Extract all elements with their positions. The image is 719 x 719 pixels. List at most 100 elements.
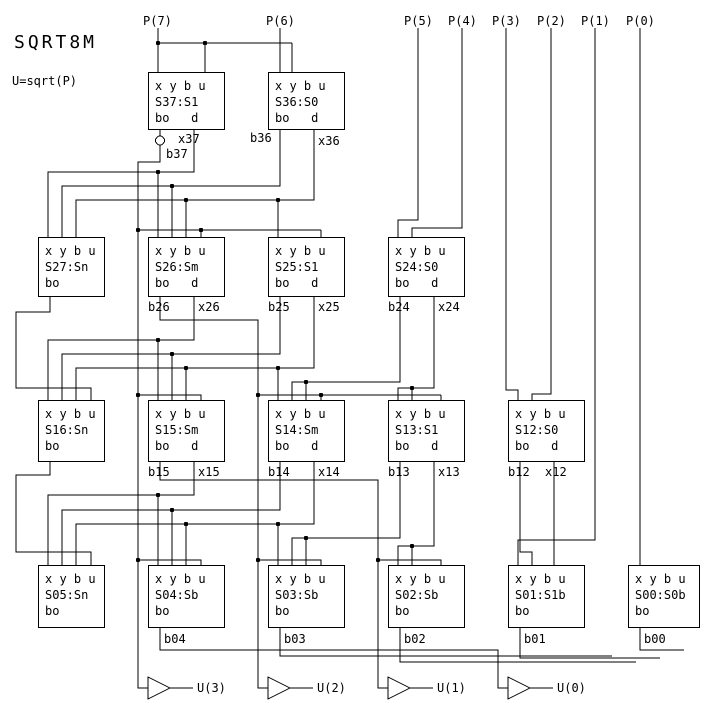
cell-s24: x y b u S24:S0 bo d (388, 237, 465, 297)
cell-name: S03:Sb (275, 588, 319, 602)
cell-ports-top: x y b u (45, 572, 96, 586)
cell-ports-top: x y b u (275, 244, 326, 258)
wire-label-x26: x26 (198, 300, 220, 314)
cell-ports-top: x y b u (395, 572, 446, 586)
output-label-u1: U(1) (437, 681, 466, 695)
cell-name: S05:Sn (45, 588, 89, 602)
cell-name: S24:S0 (395, 260, 439, 274)
inverter-bubble-icon (155, 135, 165, 146)
cell-name: S00:S0b (635, 588, 686, 602)
cell-name: S12:S0 (515, 423, 559, 437)
output-label-u0: U(0) (557, 681, 586, 695)
input-label-p5: P(5) (404, 14, 433, 28)
cell-ports-bottom: bo d (275, 111, 319, 125)
cell-ports-bottom: bo d (155, 276, 199, 290)
cell-ports-top: x y b u (275, 79, 326, 93)
cell-s03: x y b u S03:Sb bo (268, 565, 345, 628)
cell-name: S25:S1 (275, 260, 319, 274)
cell-name: S13:S1 (395, 423, 439, 437)
cell-name: S14:Sm (275, 423, 319, 437)
cell-ports-top: x y b u (275, 407, 326, 421)
cell-name: S01:S1b (515, 588, 566, 602)
cell-ports-top: x y b u (155, 244, 206, 258)
cell-name: S04:Sb (155, 588, 199, 602)
cell-ports-top: x y b u (515, 407, 566, 421)
wire-label-b12: b12 (508, 465, 530, 479)
cell-ports-bottom: bo d (155, 439, 199, 453)
cell-ports-bottom: bo d (515, 439, 559, 453)
buffer-triangle-u0-icon (507, 676, 532, 700)
output-label-u3: U(3) (197, 681, 226, 695)
buffer-triangle-u3-icon (147, 676, 172, 700)
cell-ports-bottom: bo d (275, 276, 319, 290)
buffer-triangle-u1-icon (387, 676, 412, 700)
cell-ports-top: x y b u (635, 572, 686, 586)
cell-s27: x y b u S27:Sn bo (38, 237, 105, 297)
wire-label-x15: x15 (198, 465, 220, 479)
cell-ports-bottom: bo (45, 276, 60, 290)
wire-label-b15: b15 (148, 465, 170, 479)
input-label-p3: P(3) (492, 14, 521, 28)
cell-s00: x y b u S00:S0b bo (628, 565, 700, 628)
wire-label-b25: b25 (268, 300, 290, 314)
wire-label-b14: b14 (268, 465, 290, 479)
input-label-p7: P(7) (143, 14, 172, 28)
cell-name: S16:Sn (45, 423, 89, 437)
cell-ports-bottom: bo d (395, 276, 439, 290)
cell-ports-top: x y b u (45, 407, 96, 421)
cell-s36: x y b u S36:S0 bo d (268, 72, 345, 130)
wire-label-x24: x24 (438, 300, 460, 314)
cell-ports-bottom: bo d (155, 111, 199, 125)
cell-ports-top: x y b u (45, 244, 96, 258)
input-label-p6: P(6) (266, 14, 295, 28)
wires (15, 28, 684, 689)
cell-ports-bottom: bo (45, 439, 60, 453)
cell-name: S37:S1 (155, 95, 199, 109)
wire-label-x36: x36 (318, 134, 340, 148)
cell-name: S02:Sb (395, 588, 439, 602)
cell-name: S26:Sm (155, 260, 199, 274)
cell-name: S27:Sn (45, 260, 89, 274)
cell-ports-bottom: bo d (275, 439, 319, 453)
cell-ports-bottom: bo (515, 604, 530, 618)
buffer-triangle-u2-icon (267, 676, 292, 700)
cell-name: S36:S0 (275, 95, 319, 109)
wire-label-b03: b03 (284, 632, 306, 646)
cell-ports-bottom: bo d (395, 439, 439, 453)
input-label-p1: P(1) (581, 14, 610, 28)
junction-dots (135, 40, 415, 563)
cell-s26: x y b u S26:Sm bo d (148, 237, 225, 297)
wire-label-x25: x25 (318, 300, 340, 314)
cell-ports-top: x y b u (395, 407, 446, 421)
wire-label-b02: b02 (404, 632, 426, 646)
cell-ports-top: x y b u (155, 572, 206, 586)
cell-s12: x y b u S12:S0 bo d (508, 400, 585, 462)
cell-ports-bottom: bo (275, 604, 290, 618)
cell-ports-top: x y b u (275, 572, 326, 586)
wire-label-x12: x12 (545, 465, 567, 479)
cell-ports-bottom: bo (45, 604, 60, 618)
cell-s02: x y b u S02:Sb bo (388, 565, 465, 628)
cell-s01: x y b u S01:S1b bo (508, 565, 585, 628)
wire-label-x14: x14 (318, 465, 340, 479)
wire-label-b26: b26 (148, 300, 170, 314)
wire-label-b01: b01 (524, 632, 546, 646)
cell-s25: x y b u S25:S1 bo d (268, 237, 345, 297)
wire-label-x37: x37 (178, 132, 200, 146)
cell-s04: x y b u S04:Sb bo (148, 565, 225, 628)
cell-s37: x y b u S37:S1 bo d (148, 72, 225, 130)
wire-label-b37: b37 (166, 147, 188, 161)
cell-s15: x y b u S15:Sm bo d (148, 400, 225, 462)
wire-label-b24: b24 (388, 300, 410, 314)
cell-ports-top: x y b u (155, 407, 206, 421)
input-label-p4: P(4) (448, 14, 477, 28)
page-title: SQRT8M (14, 32, 98, 53)
cell-s05: x y b u S05:Sn bo (38, 565, 105, 628)
cell-s13: x y b u S13:S1 bo d (388, 400, 465, 462)
wire-label-b36: b36 (250, 131, 272, 145)
cell-ports-bottom: bo (155, 604, 170, 618)
wire-label-b00: b00 (644, 632, 666, 646)
cell-ports-bottom: bo (635, 604, 650, 618)
